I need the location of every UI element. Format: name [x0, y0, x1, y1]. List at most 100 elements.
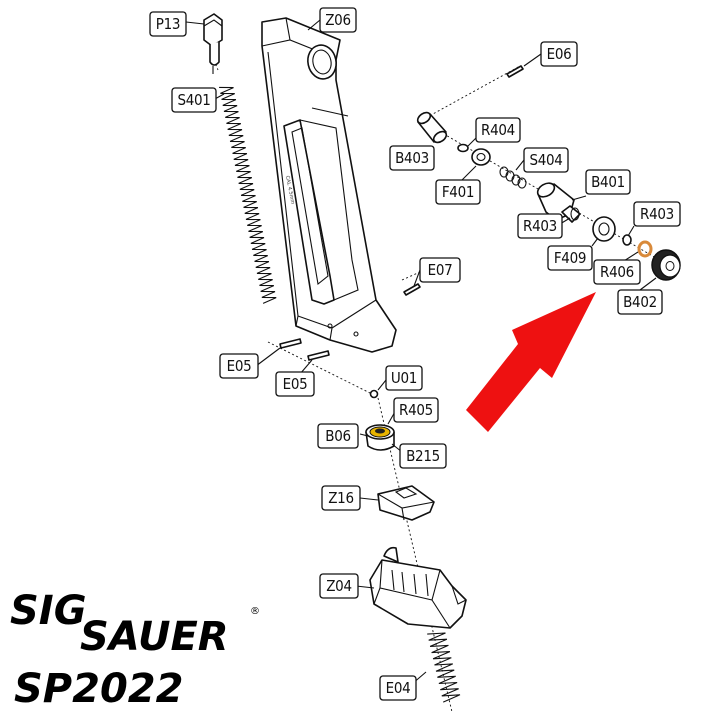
- part-s401-spring: [219, 86, 277, 304]
- part-label-b401: B401: [585, 169, 631, 195]
- part-label-s404: S404: [523, 147, 569, 173]
- part-label-text: Z04: [326, 577, 352, 595]
- part-label-b215: B215: [399, 443, 447, 469]
- part-label-box: [219, 353, 259, 379]
- part-label-box: [393, 397, 439, 423]
- svg-text:CAL 4.5mm: CAL 4.5mm: [284, 175, 295, 205]
- part-b402-valve-cap: [651, 249, 681, 281]
- part-label-box: [633, 201, 681, 227]
- part-label-text: B06: [325, 427, 351, 445]
- part-label-box: [475, 117, 521, 143]
- part-f409-washer: [592, 216, 616, 242]
- part-label-u01: U01: [385, 365, 423, 391]
- part-label-text: R406: [600, 263, 634, 281]
- part-z04-base-plate: [369, 546, 467, 629]
- part-label-text: E04: [386, 679, 411, 697]
- part-label-box: [547, 245, 593, 271]
- part-z06-magazine-body: CAL 4.5mm: [261, 17, 397, 353]
- part-label-text: B403: [395, 149, 429, 167]
- part-u01-ball: [369, 389, 379, 399]
- part-label-box: [540, 41, 578, 67]
- brand-model-name: SP2022: [14, 666, 183, 712]
- part-label-box: [171, 87, 217, 113]
- part-p13-follower-pin: [203, 13, 223, 74]
- brand-logo: SIG SAUER ® SP2022: [10, 588, 260, 712]
- part-label-box: [593, 259, 641, 285]
- part-label-text: Z16: [328, 489, 354, 507]
- part-r403-o-ring: [622, 234, 632, 246]
- part-label-text: E05: [227, 357, 252, 375]
- part-label-text: S401: [177, 91, 210, 109]
- part-e05-pins: [279, 338, 330, 361]
- part-label-e05: E05: [219, 353, 259, 379]
- part-label-box: [435, 179, 481, 205]
- part-b403-valve-tube: [416, 111, 448, 144]
- part-label-box: [517, 213, 563, 239]
- part-label-text: F409: [554, 249, 586, 267]
- brand-logo-sig: SIG: [10, 588, 87, 634]
- part-z16-follower: [377, 485, 435, 521]
- part-e07-pin: [403, 283, 421, 296]
- part-label-text: E06: [547, 45, 572, 63]
- part-label-z16: Z16: [321, 485, 361, 511]
- brand-logo-sauer: SAUER: [80, 614, 229, 660]
- part-label-p13: P13: [149, 11, 187, 37]
- part-label-box: [149, 11, 187, 37]
- part-label-box: [319, 573, 359, 599]
- part-r404-o-ring: [457, 143, 469, 153]
- part-label-e06: E06: [540, 41, 578, 67]
- part-label-z04: Z04: [319, 573, 359, 599]
- brand-registered-mark: ®: [250, 606, 260, 617]
- part-label-box: [399, 443, 447, 469]
- part-label-r404: R404: [475, 117, 521, 143]
- part-label-text: R403: [640, 205, 674, 223]
- part-label-text: E05: [283, 375, 308, 393]
- part-label-r406: R406: [593, 259, 641, 285]
- part-label-text: B401: [591, 173, 625, 191]
- part-label-e05: E05: [275, 371, 315, 397]
- part-label-text: B402: [623, 293, 657, 311]
- part-e06-pin: [506, 65, 524, 78]
- part-label-box: [317, 423, 359, 449]
- part-label-text: E07: [428, 261, 453, 279]
- part-label-box: [385, 365, 423, 391]
- part-e04-screw: [427, 632, 461, 703]
- part-label-b06: B06: [317, 423, 359, 449]
- part-label-text: S404: [529, 151, 562, 169]
- part-label-f409: F409: [547, 245, 593, 271]
- part-label-f401: F401: [435, 179, 481, 205]
- part-label-text: P13: [156, 15, 180, 33]
- part-r406-seal: [637, 240, 653, 258]
- part-label-r405: R405: [393, 397, 439, 423]
- part-label-box: [319, 7, 357, 33]
- part-label-box: [275, 371, 315, 397]
- part-label-r403: R403: [517, 213, 563, 239]
- part-label-e07: E07: [419, 257, 461, 283]
- part-label-box: [419, 257, 461, 283]
- part-s404-spring: [499, 166, 527, 189]
- part-label-box: [585, 169, 631, 195]
- part-label-box: [321, 485, 361, 511]
- part-label-text: Z06: [325, 11, 351, 29]
- part-label-text: R403: [523, 217, 557, 235]
- part-label-b403: B403: [389, 145, 435, 171]
- part-label-e04: E04: [379, 675, 417, 701]
- part-label-box: [389, 145, 435, 171]
- part-label-text: F401: [442, 183, 474, 201]
- part-label-box: [523, 147, 569, 173]
- part-label-z06: Z06: [319, 7, 357, 33]
- part-label-b402: B402: [617, 289, 663, 315]
- red-arrow-icon: [466, 292, 596, 432]
- part-label-s401: S401: [171, 87, 217, 113]
- part-b06-follower-button: [365, 424, 395, 451]
- part-label-box: [379, 675, 417, 701]
- part-label-text: R405: [399, 401, 433, 419]
- part-label-text: R404: [481, 121, 515, 139]
- part-label-r403: R403: [633, 201, 681, 227]
- part-label-text: U01: [391, 369, 417, 387]
- part-label-text: B215: [406, 447, 440, 465]
- part-label-box: [617, 289, 663, 315]
- part-f401-washer: [471, 148, 491, 166]
